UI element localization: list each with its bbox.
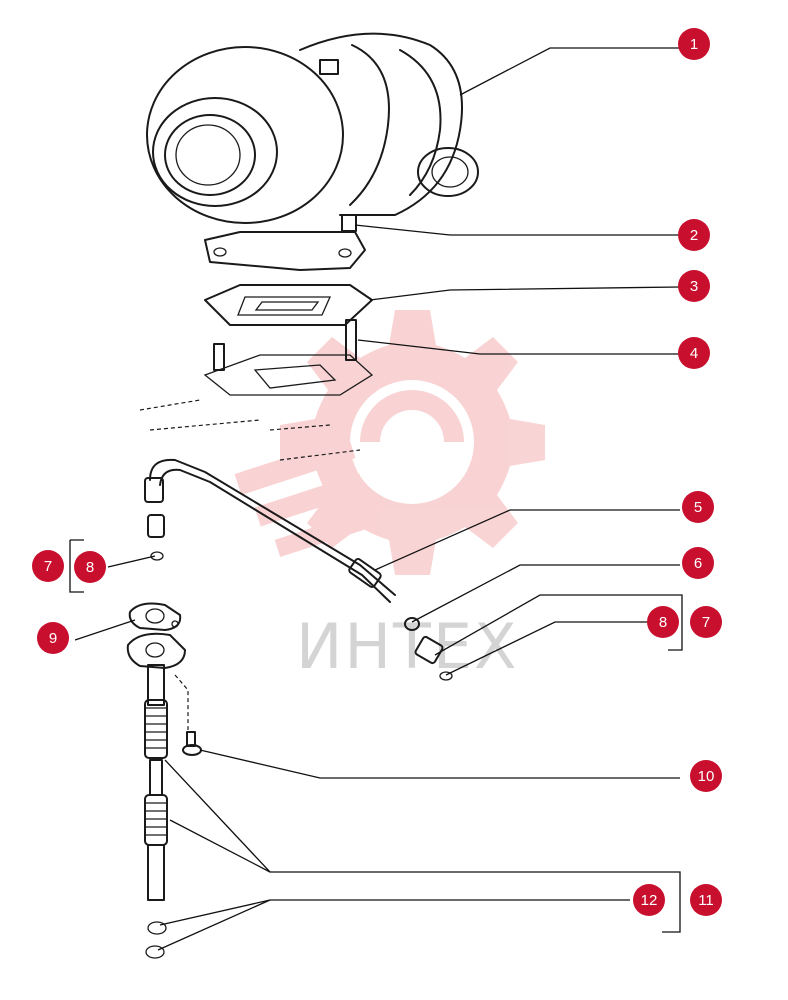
callout-2[interactable]: 2	[678, 219, 710, 251]
callout-label: 8	[86, 559, 94, 576]
watermark-gear-logo	[234, 310, 545, 575]
callout-12[interactable]: 12	[633, 884, 665, 916]
callout-label: 6	[694, 555, 702, 572]
callout-8-right[interactable]: 8	[647, 606, 679, 638]
callout-label: 8	[659, 614, 667, 631]
leader-lines	[69, 47, 683, 951]
callout-label: 7	[44, 558, 52, 575]
callout-label: 3	[690, 278, 698, 295]
callout-label: 5	[694, 499, 702, 516]
callout-6[interactable]: 6	[682, 547, 714, 579]
callout-7-left[interactable]: 7	[32, 550, 64, 582]
studs-and-flange	[139, 319, 374, 461]
callout-9[interactable]: 9	[37, 622, 69, 654]
callout-10[interactable]: 10	[690, 760, 722, 792]
callout-label: 2	[690, 227, 698, 244]
callout-5[interactable]: 5	[682, 491, 714, 523]
callout-label: 11	[698, 892, 714, 909]
oil-feed-pipe	[144, 458, 396, 603]
callout-11[interactable]: 11	[690, 884, 722, 916]
callout-4[interactable]: 4	[678, 337, 710, 369]
callout-label: 4	[690, 345, 698, 362]
callout-label: 7	[702, 614, 710, 631]
right-fittings	[404, 617, 453, 681]
callout-label: 12	[641, 892, 658, 909]
callout-3[interactable]: 3	[678, 270, 710, 302]
watermark-text: ИНТЕХ	[296, 610, 519, 683]
callout-8-left[interactable]: 8	[74, 551, 106, 583]
turbocharger	[146, 32, 479, 271]
callout-label: 9	[49, 630, 57, 647]
callout-label: 10	[698, 768, 715, 785]
callout-label: 1	[690, 36, 698, 53]
bolt	[182, 731, 202, 756]
callout-7-right[interactable]: 7	[690, 606, 722, 638]
return-flange-gasket	[128, 602, 182, 631]
oil-return-pipe	[126, 632, 189, 959]
callout-1[interactable]: 1	[678, 28, 710, 60]
